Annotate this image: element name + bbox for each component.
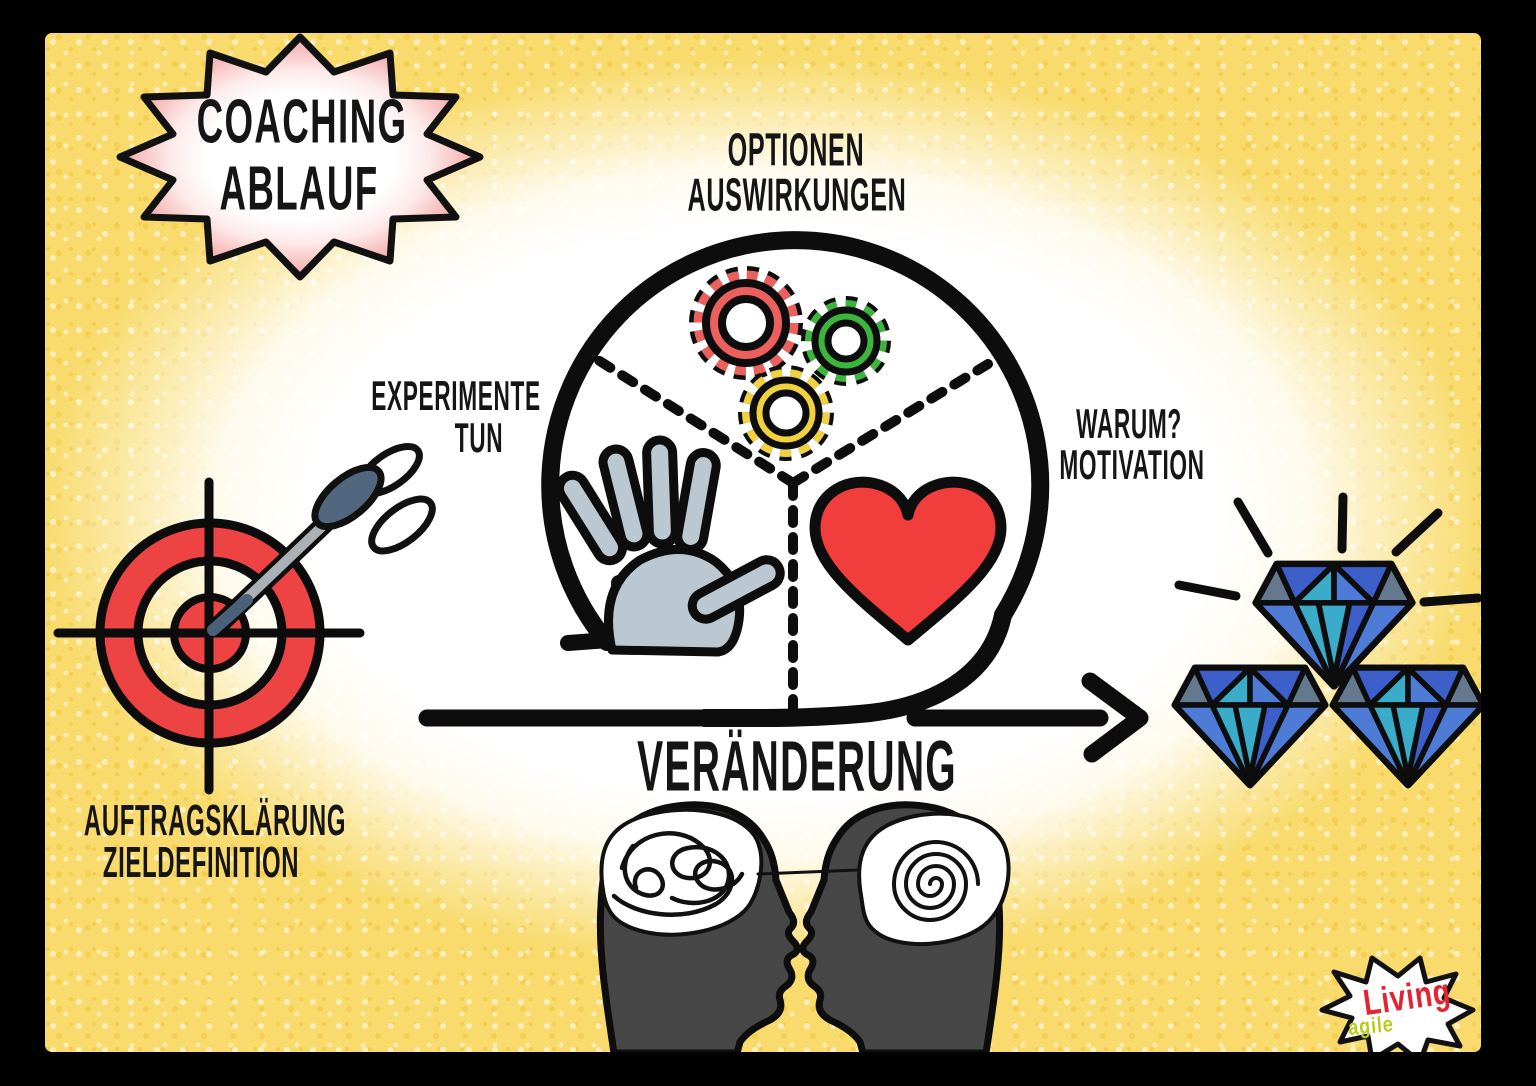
label-motivation: MOTIVATION (1059, 440, 1205, 488)
label-veraenderung: VERÄNDERUNG (637, 727, 957, 807)
divider-upper-right (788, 359, 993, 488)
burst-bubble-icon (116, 33, 484, 281)
logo-burst-icon (1319, 955, 1476, 1052)
tangled-brain-icon (611, 831, 745, 917)
gear-red (689, 266, 803, 380)
diamond-left (1175, 668, 1325, 785)
hand-finger-middle (642, 435, 680, 549)
label-experimente: EXPERIMENTE (371, 371, 541, 419)
hand-finger-ring (598, 444, 652, 552)
diamonds-icon (1174, 492, 1481, 785)
drawing-canvas (45, 33, 1481, 1052)
sparkle-rays-icon (1174, 492, 1481, 607)
facing-heads-icon (600, 805, 1011, 1052)
label-zieldefinition: ZIELDEFINITION (102, 839, 300, 888)
hand-icon (554, 435, 785, 657)
loop-arc (541, 231, 1050, 651)
heart-icon (809, 476, 1007, 646)
spiral-brain-icon (891, 840, 980, 922)
label-warum: WARUM? (1076, 399, 1182, 447)
logo-word-agile: agile (1347, 1012, 1395, 1041)
divider-upper-left (593, 355, 798, 488)
diamond-right (1333, 668, 1481, 785)
dart-tip (207, 594, 253, 636)
dart-flight-dark (311, 463, 385, 531)
hand-finger-pinky (554, 470, 628, 566)
hand-thumb (687, 555, 785, 624)
right-arrow-icon (418, 672, 1149, 763)
brain-connector-line (756, 868, 860, 876)
hand-palm (604, 545, 745, 657)
gears-icon (689, 266, 891, 461)
dart-flight-lower (368, 495, 436, 555)
hand-finger-index (673, 448, 721, 554)
loop-tail (696, 606, 1012, 727)
label-auftragsklaerung: AUFTRAGSKLÄRUNG (83, 797, 347, 846)
title-line-1: COACHING (196, 87, 408, 157)
gear-yellow (738, 365, 834, 461)
target-dart-icon (53, 443, 436, 795)
gear-green (801, 296, 891, 386)
label-tun: TUN (454, 413, 504, 461)
sector-divider-lines (593, 355, 993, 715)
sketch-drawing (53, 33, 1481, 1052)
label-auswirkungen: AUSWIRKUNGEN (687, 170, 907, 221)
arrow-head (1081, 672, 1149, 763)
label-optionen: OPTIONEN (727, 125, 865, 176)
title-line-2: ABLAUF (219, 154, 379, 224)
